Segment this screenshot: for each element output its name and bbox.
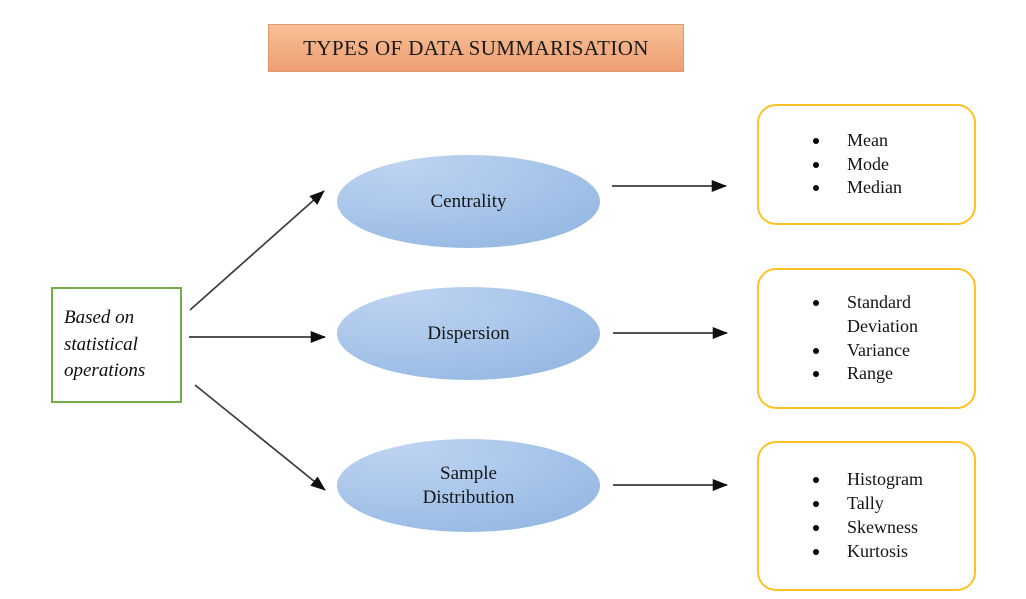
list-item: Tally xyxy=(813,492,923,516)
detail-list-centrality: Mean Mode Median xyxy=(759,129,902,201)
arrow-source-to-sample-distribution xyxy=(194,384,326,491)
list-item: Mode xyxy=(813,153,902,177)
source-node-label: Based on statistical operations xyxy=(64,306,146,382)
detail-box-sample-distribution[interactable]: Histogram Tally Skewness Kurtosis xyxy=(757,441,976,591)
diagram-title-banner: TYPES OF DATA SUMMARISATION xyxy=(268,24,684,72)
node-dispersion-label: Dispersion xyxy=(427,322,510,344)
list-item: Range xyxy=(813,362,918,386)
node-sample-distribution-label: Sample Distribution xyxy=(422,462,515,508)
node-dispersion[interactable]: Dispersion xyxy=(337,287,600,380)
detail-box-centrality[interactable]: Mean Mode Median xyxy=(757,104,976,225)
list-item: Standard Deviation xyxy=(813,291,918,339)
detail-list-dispersion: Standard Deviation Variance Range xyxy=(759,291,918,387)
list-item: Mean xyxy=(813,129,902,153)
source-node-statistical-operations[interactable]: Based on statistical operations xyxy=(51,287,182,403)
node-centrality[interactable]: Centrality xyxy=(337,155,600,248)
list-item: Variance xyxy=(813,339,918,363)
node-centrality-label: Centrality xyxy=(430,190,507,212)
page-title: TYPES OF DATA SUMMARISATION xyxy=(303,35,649,60)
list-item: Kurtosis xyxy=(813,540,923,564)
list-item: Median xyxy=(813,176,902,200)
list-item: Skewness xyxy=(813,516,923,540)
arrow-source-to-centrality xyxy=(189,190,325,311)
detail-box-dispersion[interactable]: Standard Deviation Variance Range xyxy=(757,268,976,409)
node-sample-distribution[interactable]: Sample Distribution xyxy=(337,439,600,532)
detail-list-sample-distribution: Histogram Tally Skewness Kurtosis xyxy=(759,468,923,564)
list-item: Histogram xyxy=(813,468,923,492)
